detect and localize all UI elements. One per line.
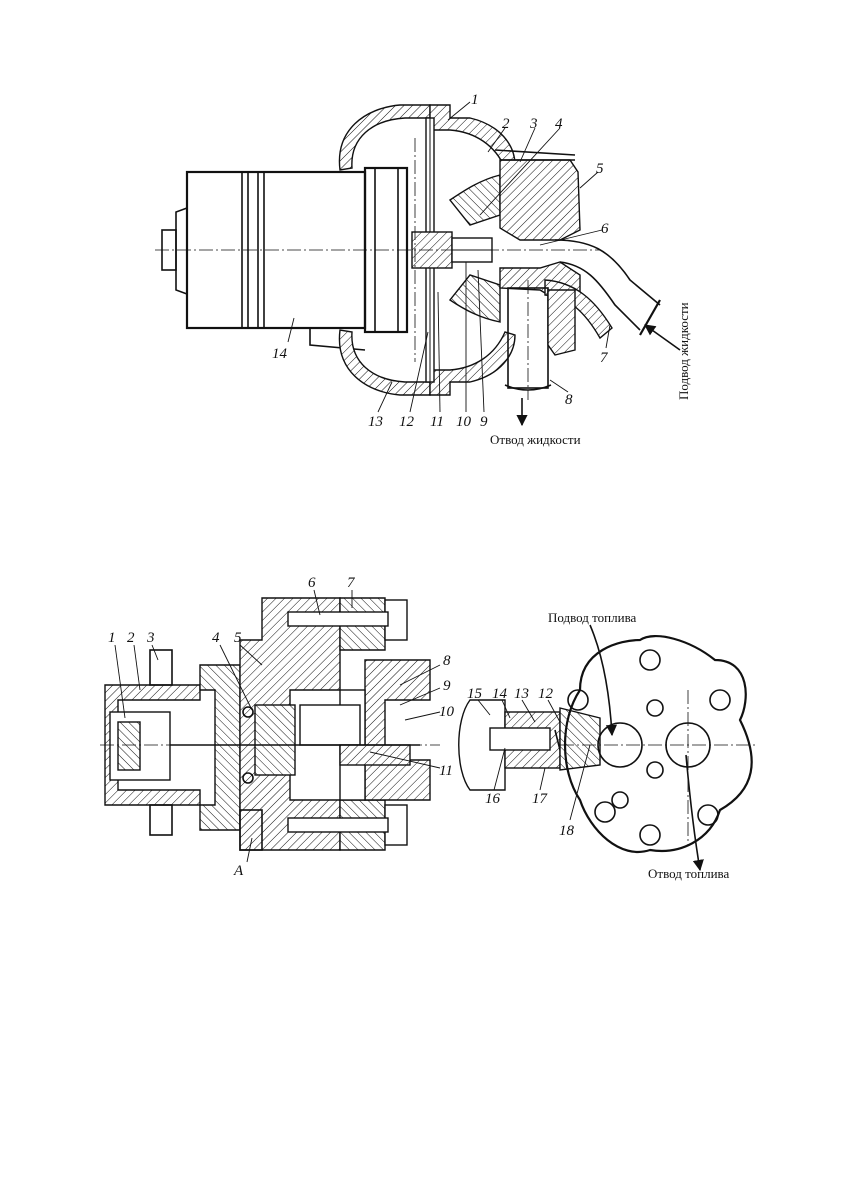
pump-label-9: 9 bbox=[480, 414, 488, 430]
fuel-label-9: 9 bbox=[443, 678, 451, 694]
fuel-callouts: 1 2 3 4 5 6 7 8 9 10 11 12 13 14 15 16 1… bbox=[108, 575, 575, 879]
pump-label-10: 10 bbox=[456, 414, 472, 430]
fuel-label-1: 1 bbox=[108, 630, 116, 646]
pump-outlet-caption: Отвод жидкости bbox=[490, 432, 581, 447]
fuel-pump-drawing: 1 2 3 4 5 6 7 8 9 10 11 12 13 14 15 16 1… bbox=[100, 575, 755, 881]
pump-callouts: 1 2 3 4 5 6 7 8 9 10 11 12 13 14 bbox=[272, 92, 609, 430]
pump-inlet-caption: Подвод жидкости bbox=[676, 302, 691, 400]
motor-body bbox=[161, 166, 409, 351]
fuel-leaders bbox=[114, 589, 591, 863]
fuel-label-3: 3 bbox=[146, 630, 155, 646]
pump-label-6: 6 bbox=[601, 221, 609, 237]
pump-label-11: 11 bbox=[430, 414, 444, 430]
pump-label-7: 7 bbox=[600, 350, 609, 366]
fuel-label-11: 11 bbox=[439, 763, 453, 779]
pump-label-14: 14 bbox=[272, 346, 288, 362]
pump-label-12: 12 bbox=[399, 414, 415, 430]
pump-label-1: 1 bbox=[471, 92, 479, 108]
outlet-housing bbox=[494, 149, 661, 391]
fuel-label-14: 14 bbox=[492, 686, 508, 702]
fuel-label-5: 5 bbox=[234, 630, 242, 646]
pump-drawing: 1 2 3 4 5 6 7 8 9 10 11 12 13 14 Отвод ж… bbox=[155, 92, 691, 447]
fuel-label-13: 13 bbox=[514, 686, 529, 702]
coupling bbox=[104, 649, 241, 836]
pump-label-13: 13 bbox=[368, 414, 383, 430]
fuel-label-4: 4 bbox=[212, 630, 220, 646]
pump-label-3: 3 bbox=[529, 116, 538, 132]
fuel-label-16: 16 bbox=[485, 791, 501, 807]
fuel-inlet-arrow bbox=[589, 624, 618, 737]
pump-leaders bbox=[287, 101, 611, 413]
relief-valve bbox=[458, 699, 601, 791]
fuel-label-18: 18 bbox=[559, 823, 575, 839]
fuel-label-8: 8 bbox=[443, 653, 451, 669]
fuel-inlet-caption: Подвод топлива bbox=[548, 610, 637, 625]
fuel-label-6: 6 bbox=[308, 575, 316, 591]
fuel-outlet-arrow bbox=[685, 754, 704, 872]
pump-label-5: 5 bbox=[596, 161, 604, 177]
fuel-label-12: 12 bbox=[538, 686, 554, 702]
fuel-label-7: 7 bbox=[347, 575, 356, 591]
fuel-label-15: 15 bbox=[467, 686, 483, 702]
impeller bbox=[411, 174, 501, 323]
inlet-arrow bbox=[644, 324, 681, 351]
fuel-label-a: A bbox=[233, 863, 244, 879]
fuel-label-10: 10 bbox=[439, 704, 455, 720]
fuel-label-17: 17 bbox=[532, 791, 549, 807]
fuel-label-2: 2 bbox=[127, 630, 135, 646]
pump-label-2: 2 bbox=[502, 116, 510, 132]
fuel-outlet-caption: Отвод топлива bbox=[648, 866, 729, 881]
pump-label-8: 8 bbox=[565, 392, 573, 408]
pump-body bbox=[239, 597, 431, 851]
pump-label-4: 4 bbox=[555, 116, 563, 132]
flange-view bbox=[560, 635, 755, 853]
